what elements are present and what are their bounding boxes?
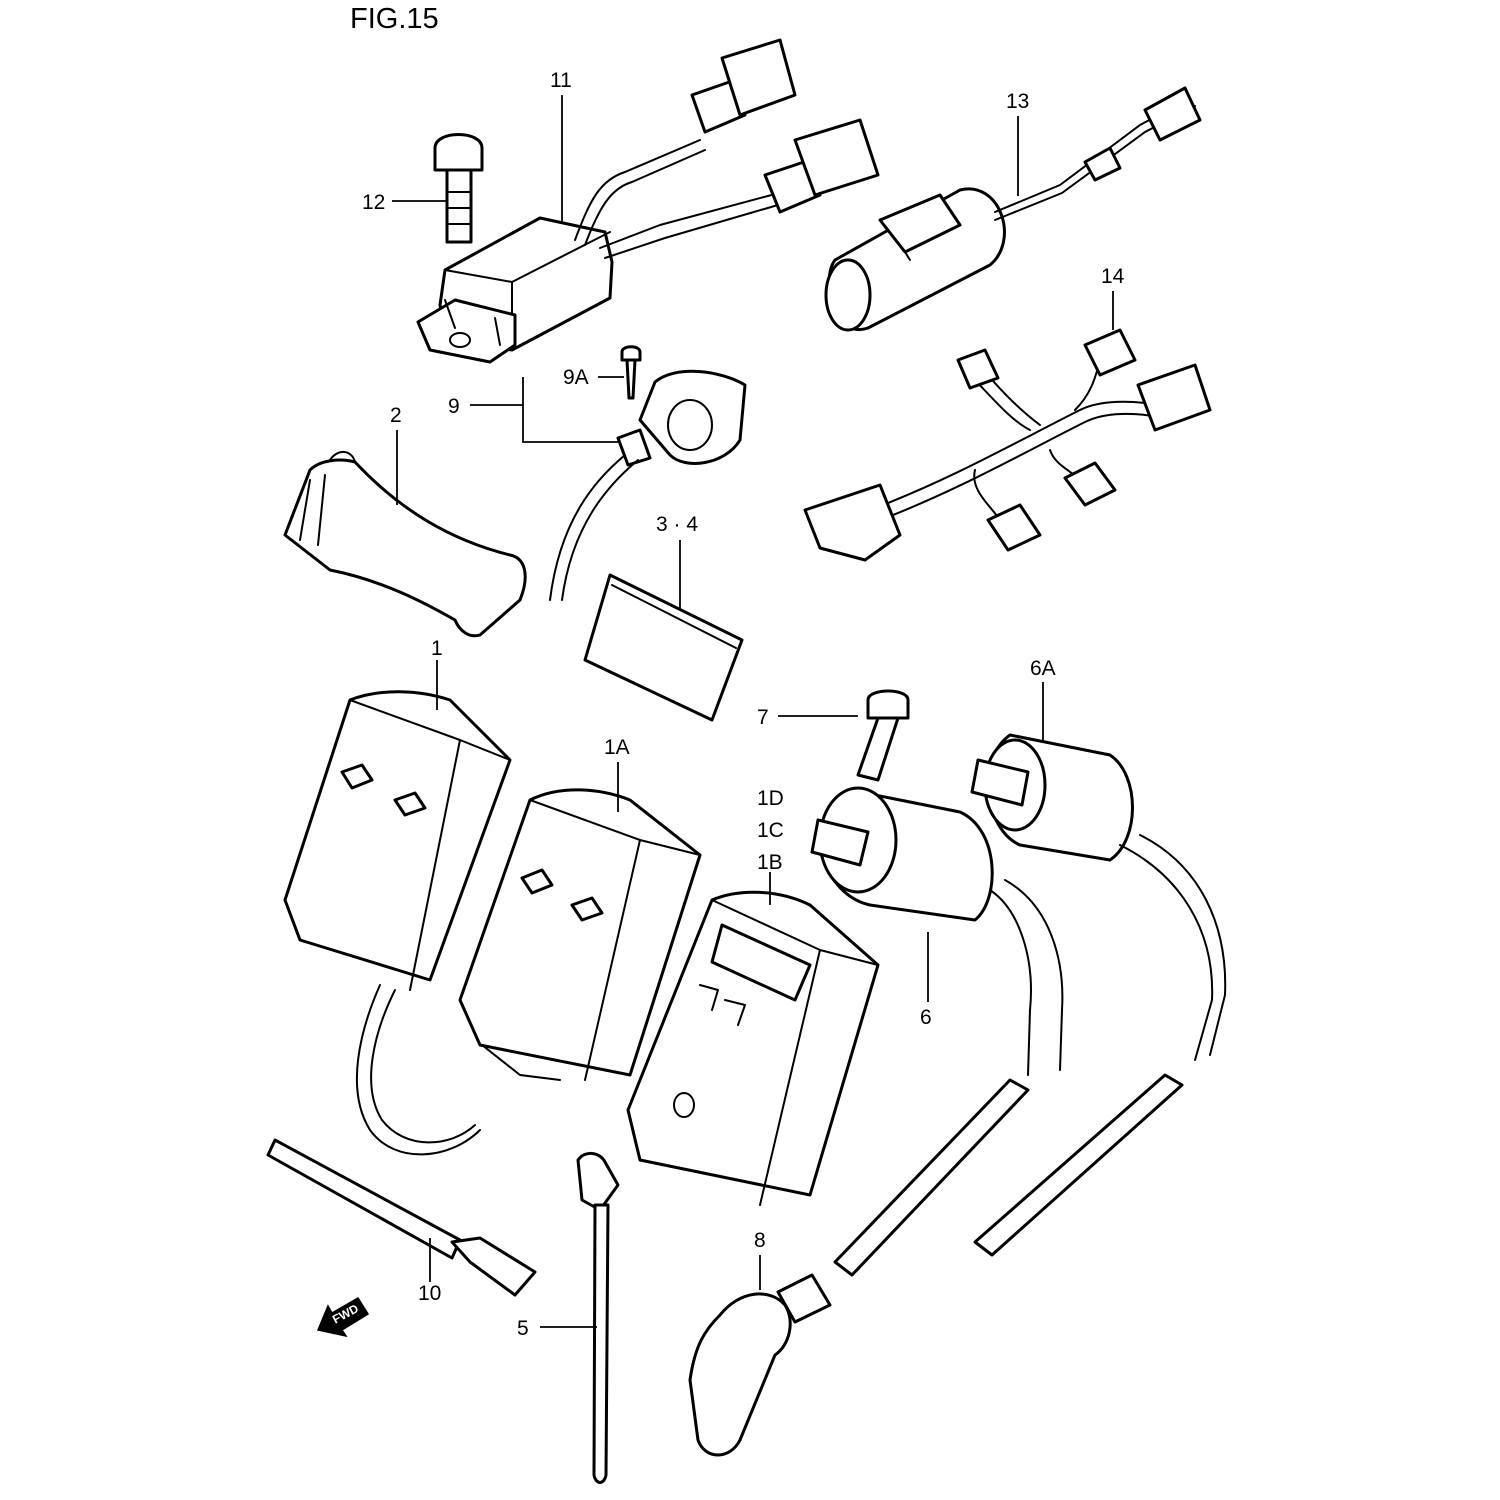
fwd-arrow-icon: FWD bbox=[316, 1296, 370, 1338]
ignition-coil-6a bbox=[970, 733, 1227, 1257]
callout-1a: 1A bbox=[604, 736, 630, 759]
callout-13: 13 bbox=[1006, 90, 1029, 113]
wiring-harness-14 bbox=[803, 328, 1212, 562]
pad-3-4 bbox=[583, 573, 744, 722]
callout-1: 1 bbox=[431, 637, 443, 660]
callout-5: 5 bbox=[517, 1317, 529, 1340]
callout-8: 8 bbox=[754, 1229, 766, 1252]
callout-1c: 1C bbox=[757, 819, 784, 842]
callout-6: 6 bbox=[920, 1006, 932, 1029]
callout-7: 7 bbox=[757, 706, 769, 729]
control-unit-1 bbox=[283, 690, 512, 1156]
leader-lines bbox=[392, 95, 1114, 1328]
figure-title: FIG.15 bbox=[350, 3, 439, 35]
spark-plug-cap-8 bbox=[688, 1273, 832, 1457]
callout-12: 12 bbox=[362, 191, 385, 214]
callout-labels: 11 12 13 14 9A 9 2 3 · 4 1 1A 1D 1C 1B 7… bbox=[362, 69, 1125, 1340]
callout-14: 14 bbox=[1101, 265, 1125, 288]
callout-3-4: 3 · 4 bbox=[656, 513, 698, 536]
condenser-13 bbox=[824, 86, 1202, 332]
callout-2: 2 bbox=[390, 404, 402, 427]
callout-1d: 1D bbox=[757, 787, 784, 810]
ignition-coil-6 bbox=[810, 786, 1064, 1277]
bolt-7 bbox=[856, 689, 910, 782]
callout-9: 9 bbox=[448, 395, 460, 418]
callout-11: 11 bbox=[550, 69, 572, 92]
control-unit-1a bbox=[458, 788, 702, 1081]
rubber-strap-2 bbox=[283, 451, 527, 638]
cable-tie-5 bbox=[576, 1152, 620, 1484]
bolt-12 bbox=[433, 133, 484, 244]
relay-unit-11 bbox=[416, 38, 880, 364]
callout-10: 10 bbox=[418, 1282, 441, 1305]
control-unit-1b bbox=[626, 890, 880, 1206]
callout-1b: 1B bbox=[757, 851, 783, 874]
callout-6a: 6A bbox=[1030, 657, 1056, 680]
cable-tie-10 bbox=[266, 1138, 537, 1297]
sensor-9 bbox=[549, 345, 747, 601]
callout-9a: 9A bbox=[563, 366, 589, 389]
